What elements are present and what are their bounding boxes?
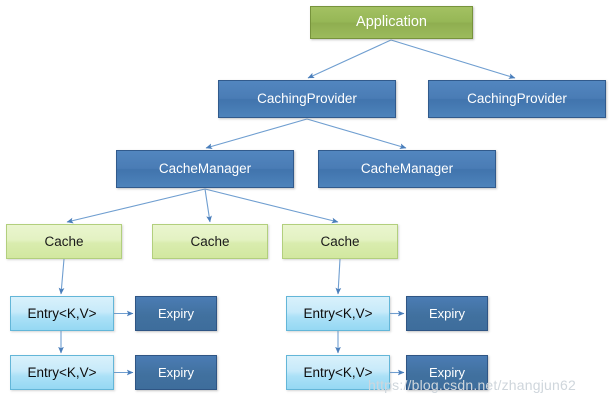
node-cache-3[interactable]: Cache (282, 224, 398, 259)
watermark: https://blog.csdn.net/zhangjun62 (368, 377, 576, 393)
edge-cache-manager-1-to-cache-1 (66, 188, 206, 224)
node-expiry-1[interactable]: Expiry (135, 296, 217, 331)
edge-caching-provider-1-to-cache-manager-1 (205, 118, 308, 150)
edge-cache-3-to-entry-3 (335, 258, 342, 295)
node-entry-3[interactable]: Entry<K,V> (286, 296, 390, 331)
node-application[interactable]: Application (310, 6, 473, 39)
edge-cache-1-to-entry-1 (58, 258, 65, 295)
node-entry-4[interactable]: Entry<K,V> (286, 355, 390, 390)
node-entry-2[interactable]: Entry<K,V> (10, 355, 114, 390)
node-cache-1[interactable]: Cache (6, 224, 122, 259)
node-expiry-2[interactable]: Expiry (135, 355, 217, 390)
node-caching-provider-1[interactable]: CachingProvider (218, 80, 396, 118)
node-cache-manager-2[interactable]: CacheManager (318, 150, 496, 188)
edge-application-to-caching-provider-1 (307, 39, 392, 79)
edge-cache-manager-1-to-cache-2 (204, 188, 212, 223)
node-expiry-3[interactable]: Expiry (406, 296, 488, 331)
edge-cache-manager-1-to-cache-3 (204, 188, 339, 224)
node-cache-manager-1[interactable]: CacheManager (116, 150, 294, 188)
node-caching-provider-2[interactable]: CachingProvider (428, 80, 606, 118)
node-cache-2[interactable]: Cache (152, 224, 268, 259)
node-expiry-4[interactable]: Expiry (406, 355, 488, 390)
edge-caching-provider-1-to-cache-manager-2 (306, 118, 407, 150)
edge-application-to-caching-provider-2 (390, 39, 516, 79)
node-entry-1[interactable]: Entry<K,V> (10, 296, 114, 331)
